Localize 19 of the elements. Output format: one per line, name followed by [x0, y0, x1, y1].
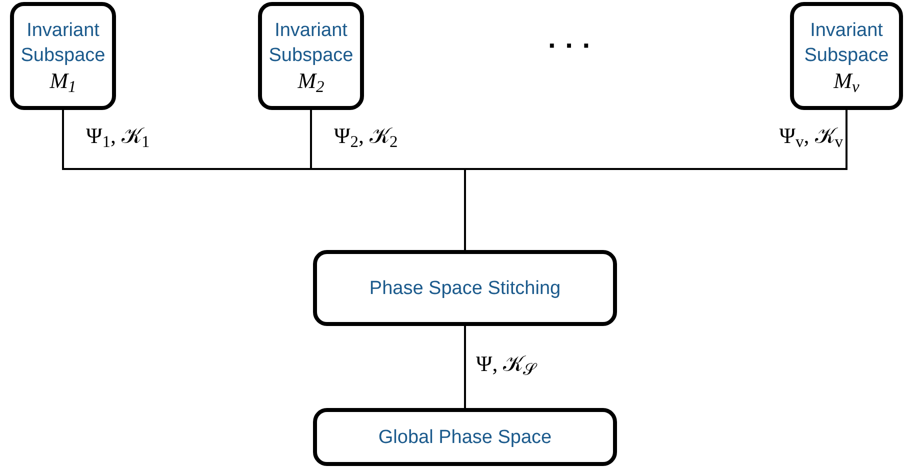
- process-box: [313, 408, 617, 466]
- box-title: Global Phase Space: [378, 426, 552, 450]
- edge-label: Ψ$_{v}$, 𝒦$_{v}$: [779, 122, 843, 150]
- math-symbol: M$_{v}$: [834, 68, 860, 94]
- process-box: [790, 2, 903, 110]
- edge-label: Ψ$_{1}$, 𝒦$_{1}$: [86, 122, 150, 150]
- connector-line: [464, 326, 466, 408]
- box-title: Phase Space Stitching: [369, 276, 561, 300]
- edge-label: Ψ$_{2}$, 𝒦$_{2}$: [334, 122, 398, 150]
- process-box: [258, 2, 364, 110]
- math-symbol: M$_{1}$: [50, 68, 76, 94]
- math-symbol: M$_{2}$: [298, 68, 324, 94]
- ellipsis-label: · · ·: [548, 30, 592, 62]
- process-box: [313, 250, 617, 326]
- process-box: [10, 2, 116, 110]
- box-title: Invariant Subspace: [20, 19, 106, 68]
- box-title: Invariant Subspace: [803, 19, 890, 68]
- edge-label: Ψ, 𝒦$_{𝒮}$: [476, 350, 536, 378]
- box-title: Invariant Subspace: [268, 19, 354, 68]
